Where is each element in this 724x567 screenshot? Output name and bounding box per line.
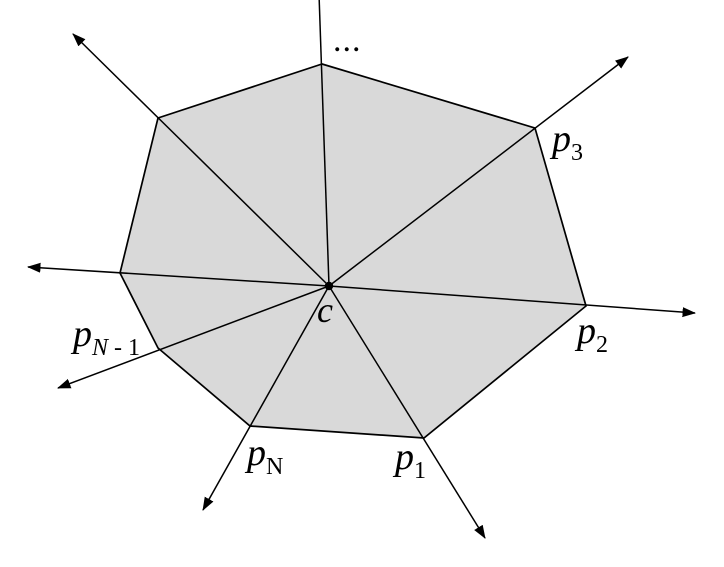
- label-pN-minus-1-sub-rest: - 1: [108, 335, 141, 361]
- ellipsis-text: ...: [333, 22, 362, 59]
- label-p1: p1: [395, 438, 426, 483]
- ray-through-top: [318, 0, 330, 287]
- polygon-fill: [119, 63, 587, 439]
- label-p1-base: p: [395, 436, 414, 478]
- label-pN-sub: N: [266, 454, 284, 480]
- label-p3-sub: 3: [571, 140, 583, 166]
- ray-through-upper_left: [72, 33, 330, 287]
- ray-through-p2: [328, 285, 696, 318]
- label-ellipsis: ...: [333, 24, 362, 58]
- center-dot: [324, 281, 334, 291]
- label-p3: p3: [552, 120, 583, 165]
- label-p2-base: p: [577, 310, 596, 352]
- center-c-text: c: [317, 290, 333, 330]
- label-pN-minus-1-base: p: [73, 313, 92, 355]
- label-p1-sub: 1: [414, 458, 426, 484]
- ray-through-pN_minus_1: [57, 285, 330, 389]
- label-center-c: c: [317, 292, 333, 328]
- ray-through-left: [27, 262, 330, 287]
- label-p2: p2: [577, 312, 608, 357]
- ray-through-p3: [328, 56, 629, 287]
- label-pN-base: p: [247, 432, 266, 474]
- label-pN-minus-1: pN - 1: [73, 315, 140, 360]
- label-p3-base: p: [552, 118, 571, 160]
- label-pN-minus-1-sub-n: N: [92, 335, 109, 361]
- ray-through-p1: [328, 285, 486, 539]
- label-p2-sub: 2: [596, 332, 608, 358]
- ray-through-pN: [202, 285, 330, 511]
- label-pN: pN: [247, 434, 283, 479]
